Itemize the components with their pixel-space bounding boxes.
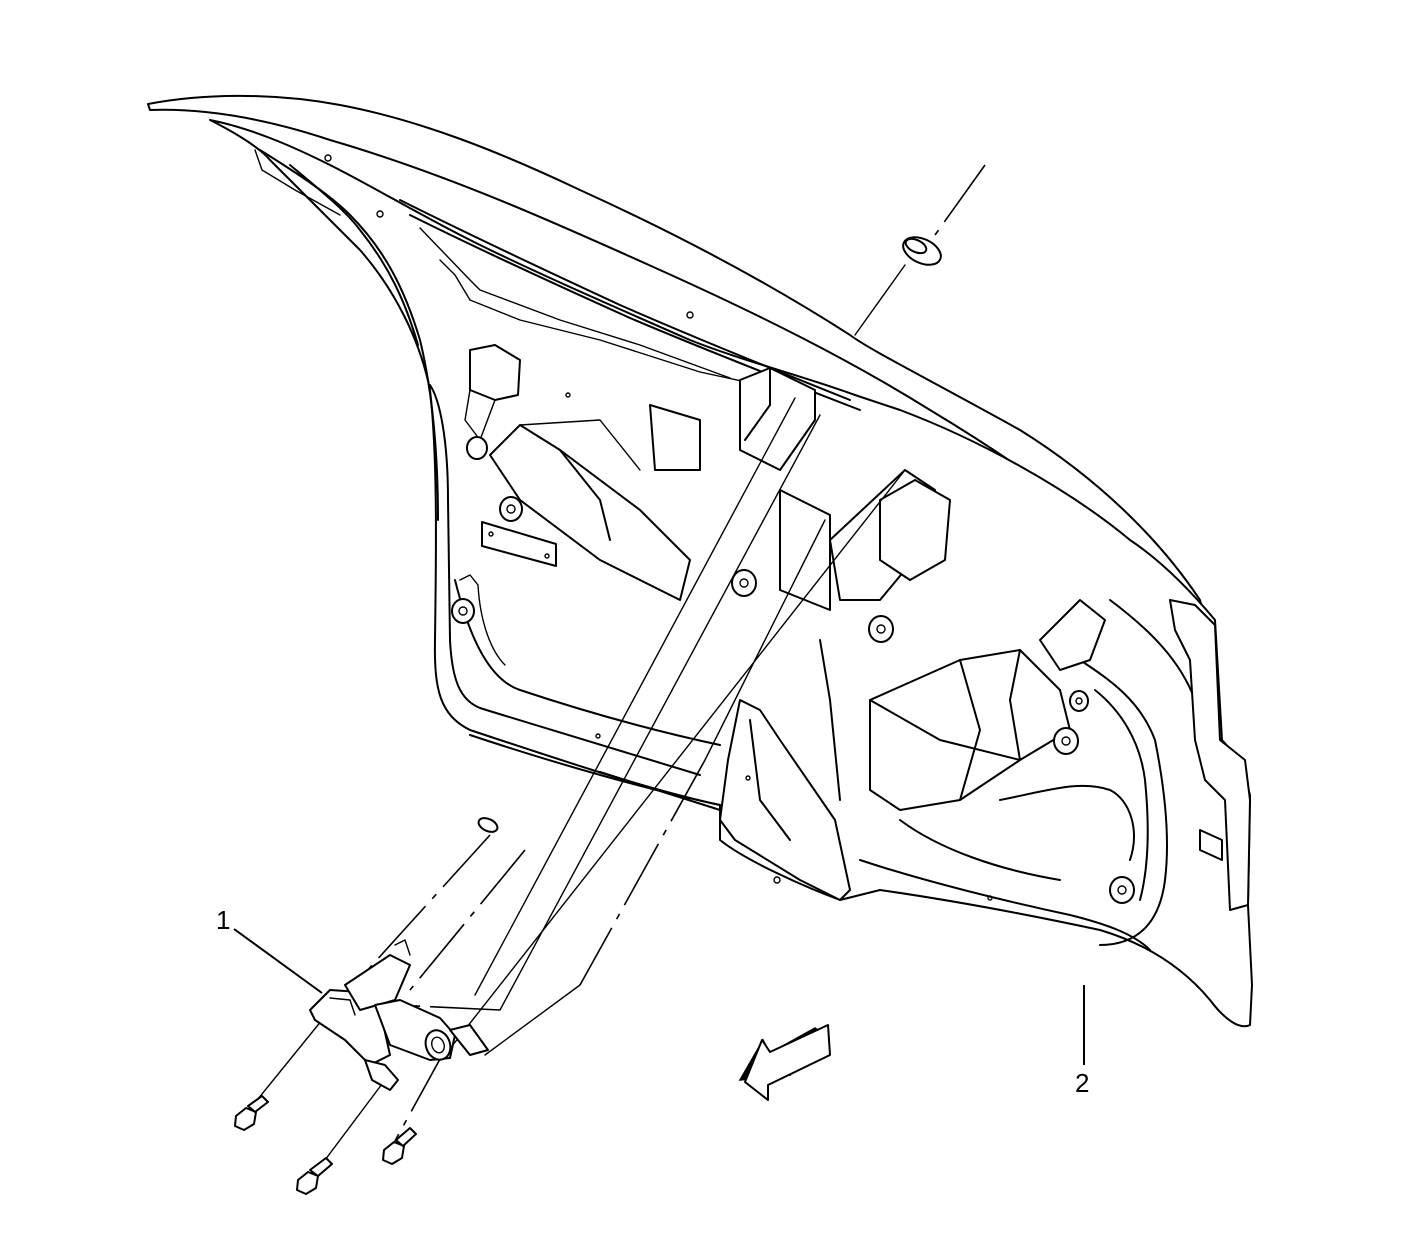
liftgate-actuator [309,939,489,1091]
callout-leader-1 [233,928,323,994]
boss-3 [731,569,757,597]
boss-8 [466,436,488,460]
boss-1 [499,496,523,522]
grommet-lower [477,817,499,833]
boss-6 [1069,690,1089,712]
callout-2-label: 2 [1075,1068,1089,1098]
callout-1-label: 1 [216,905,230,935]
inner-reinforcements [464,344,1106,901]
bolt-1 [234,1095,269,1131]
callout-leaders [233,928,1085,1065]
boss-4 [868,615,894,643]
boss-7 [1109,876,1135,904]
grommet-upper [902,236,942,266]
front-direction-arrow-icon [738,1024,831,1101]
panel-bosses [324,154,1135,904]
bolt-3 [382,1127,417,1165]
label-plate [481,521,557,567]
bolt-2 [296,1157,333,1195]
liftgate-panel [147,94,1253,1028]
alignment-lines [244,164,986,1181]
boss-5 [1053,727,1079,755]
boss-2 [451,598,475,624]
